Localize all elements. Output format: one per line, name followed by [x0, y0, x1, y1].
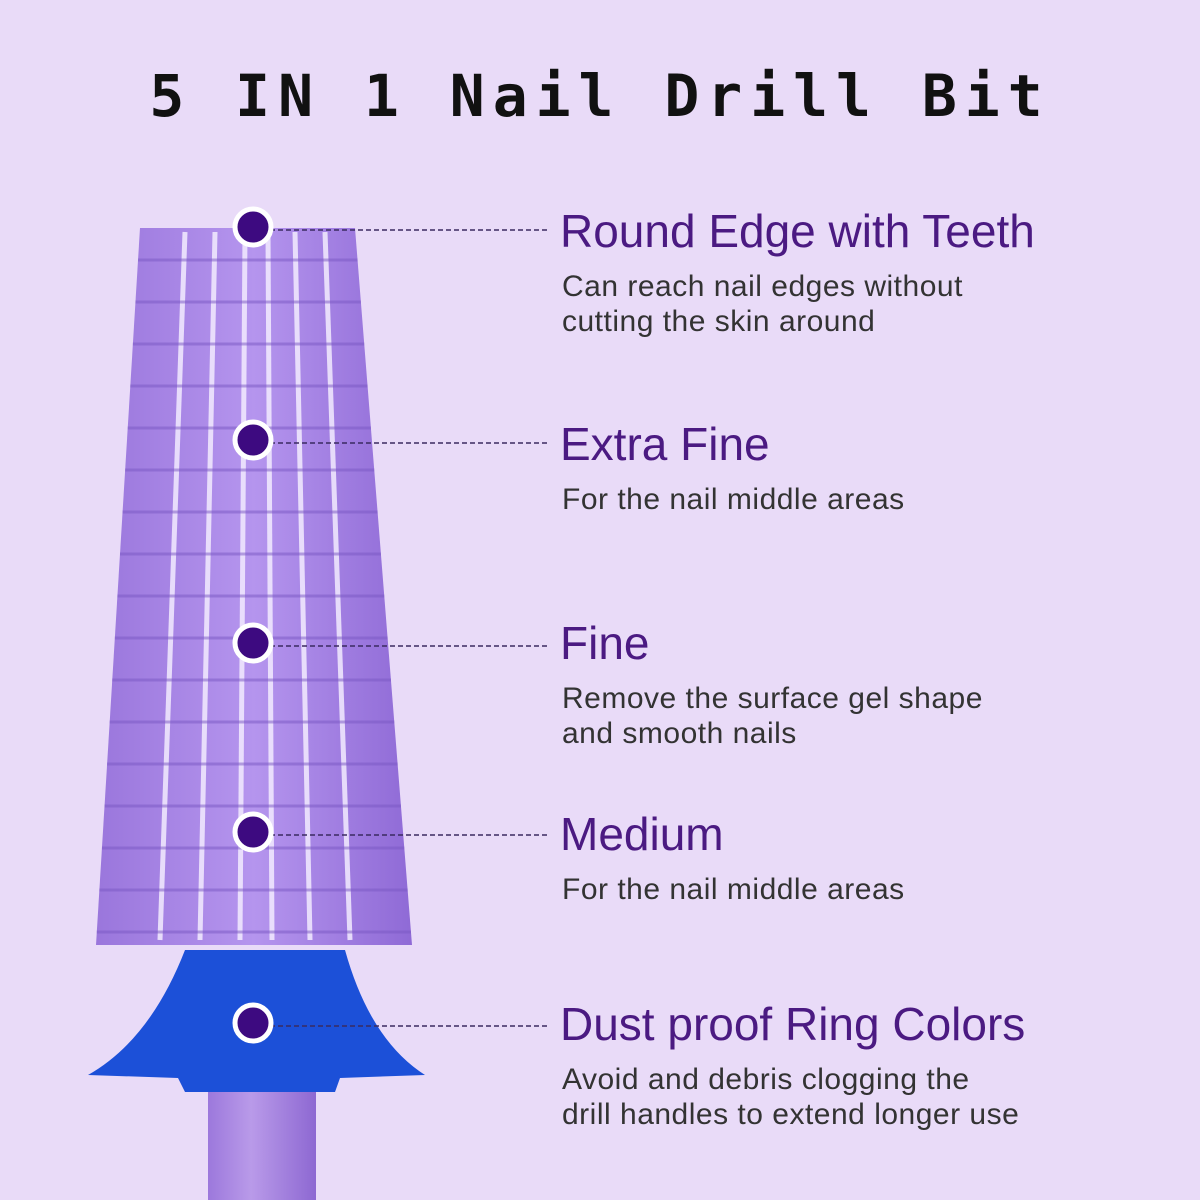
description-line: Avoid and debris clogging the	[562, 1063, 970, 1096]
bit-teeth	[96, 258, 411, 934]
feature-heading: Round Edge with Teeth	[560, 205, 1035, 257]
feature-description: For the nail middle areas	[562, 872, 905, 907]
feature-heading: Medium	[560, 808, 724, 860]
marker-dot	[232, 1002, 274, 1044]
feature-heading: Fine	[560, 617, 650, 669]
page-title: 5 IN 1 Nail Drill Bit	[149, 62, 1051, 130]
marker-dot	[232, 622, 274, 664]
description-line: and smooth nails	[562, 717, 797, 750]
shank	[208, 1090, 316, 1200]
marker-dot	[232, 206, 274, 248]
description-line: For the nail middle areas	[562, 873, 905, 906]
feature-heading: Dust proof Ring Colors	[560, 998, 1026, 1050]
feature-description: For the nail middle areas	[562, 482, 905, 517]
description-line: cutting the skin around	[562, 305, 876, 338]
marker-dot	[232, 811, 274, 853]
description-line: drill handles to extend longer use	[562, 1098, 1020, 1131]
description-line: Can reach nail edges without	[562, 270, 963, 303]
description-line: Remove the surface gel shape	[562, 682, 983, 715]
marker-dot	[232, 419, 274, 461]
description-line: For the nail middle areas	[562, 483, 905, 516]
feature-heading: Extra Fine	[560, 418, 770, 470]
bit-grooves	[157, 231, 353, 941]
